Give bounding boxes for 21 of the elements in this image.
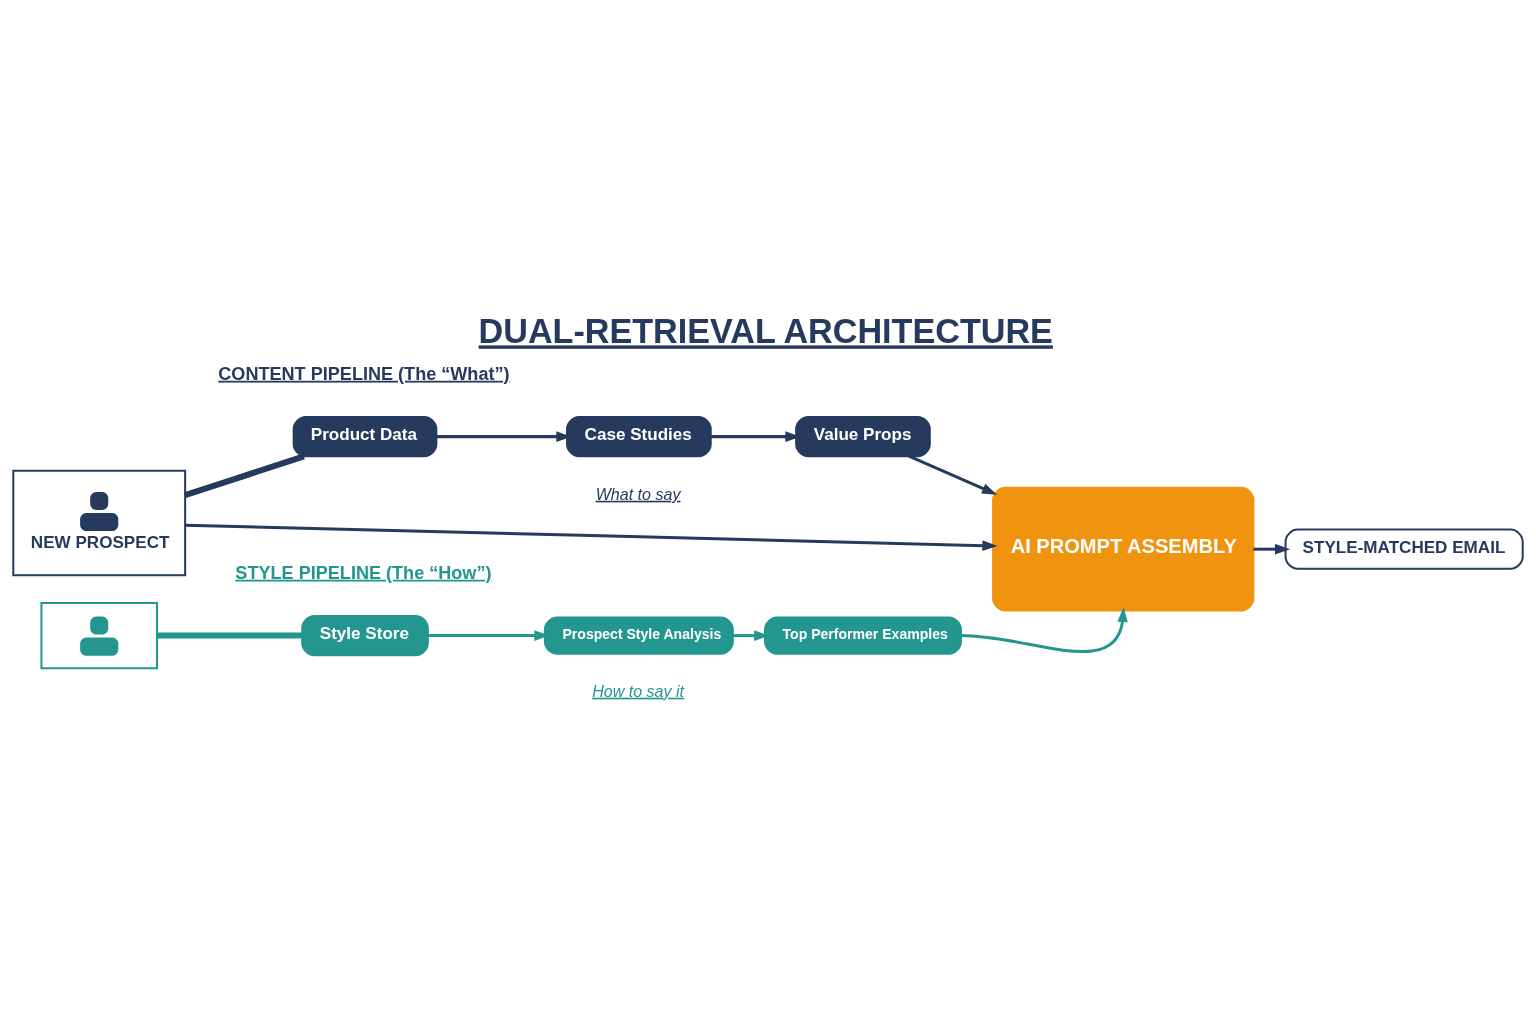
node-box: AI PROMPT ASSEMBLY [992, 486, 1255, 611]
node-box: STYLE-MATCHED EMAIL [1284, 528, 1524, 570]
diagram-title: DUAL-RETRIEVAL ARCHITECTURE [478, 311, 1053, 350]
node-person [40, 601, 158, 669]
connector [184, 452, 305, 498]
node-box: Product Data [292, 415, 438, 457]
node-box: Prospect Style Analysis [543, 616, 734, 655]
arrow [185, 523, 998, 551]
node-box: Value Props [795, 415, 931, 457]
label: What to say [595, 484, 681, 503]
node-box: Style Store [301, 614, 429, 656]
label: CONTENT PIPELINE (The “What”) [218, 363, 510, 384]
node-box: Case Studies [566, 415, 712, 457]
label: STYLE PIPELINE (The “How”) [235, 562, 492, 583]
arrow [1253, 543, 1291, 554]
node-box: NEW PROSPECT [12, 469, 187, 576]
connector [157, 632, 303, 639]
node-box: Top Performer Examples [764, 616, 962, 655]
arrow [960, 606, 1128, 653]
label: How to say it [592, 681, 685, 700]
arrow [908, 454, 998, 495]
